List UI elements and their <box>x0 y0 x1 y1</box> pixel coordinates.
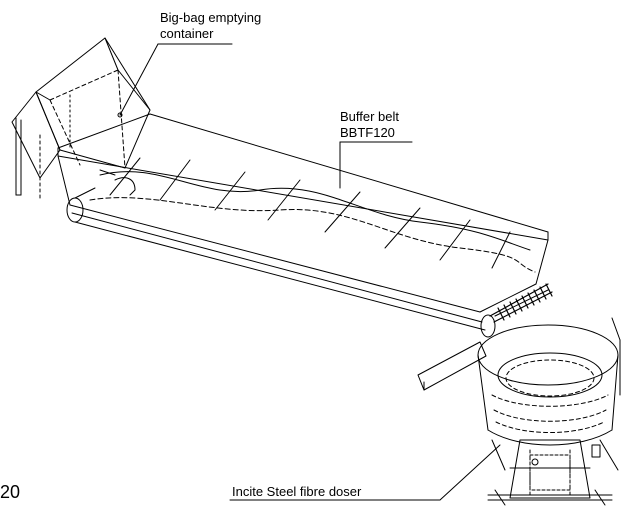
leader-lines <box>119 43 501 501</box>
label-buffer-line2: BBTF120 <box>340 125 395 140</box>
label-bigbag-line2: container <box>160 26 214 41</box>
label-buffer-line1: Buffer belt <box>340 109 400 124</box>
label-bigbag-line1: Big-bag emptying <box>160 10 262 25</box>
corner-fragment: 20 <box>0 482 21 502</box>
doser-base <box>487 439 619 506</box>
fibre-doser <box>477 317 621 506</box>
bigbag-container <box>11 37 151 201</box>
buffer-belt <box>57 113 553 391</box>
label-doser: Incite Steel fibre doser <box>232 484 362 499</box>
